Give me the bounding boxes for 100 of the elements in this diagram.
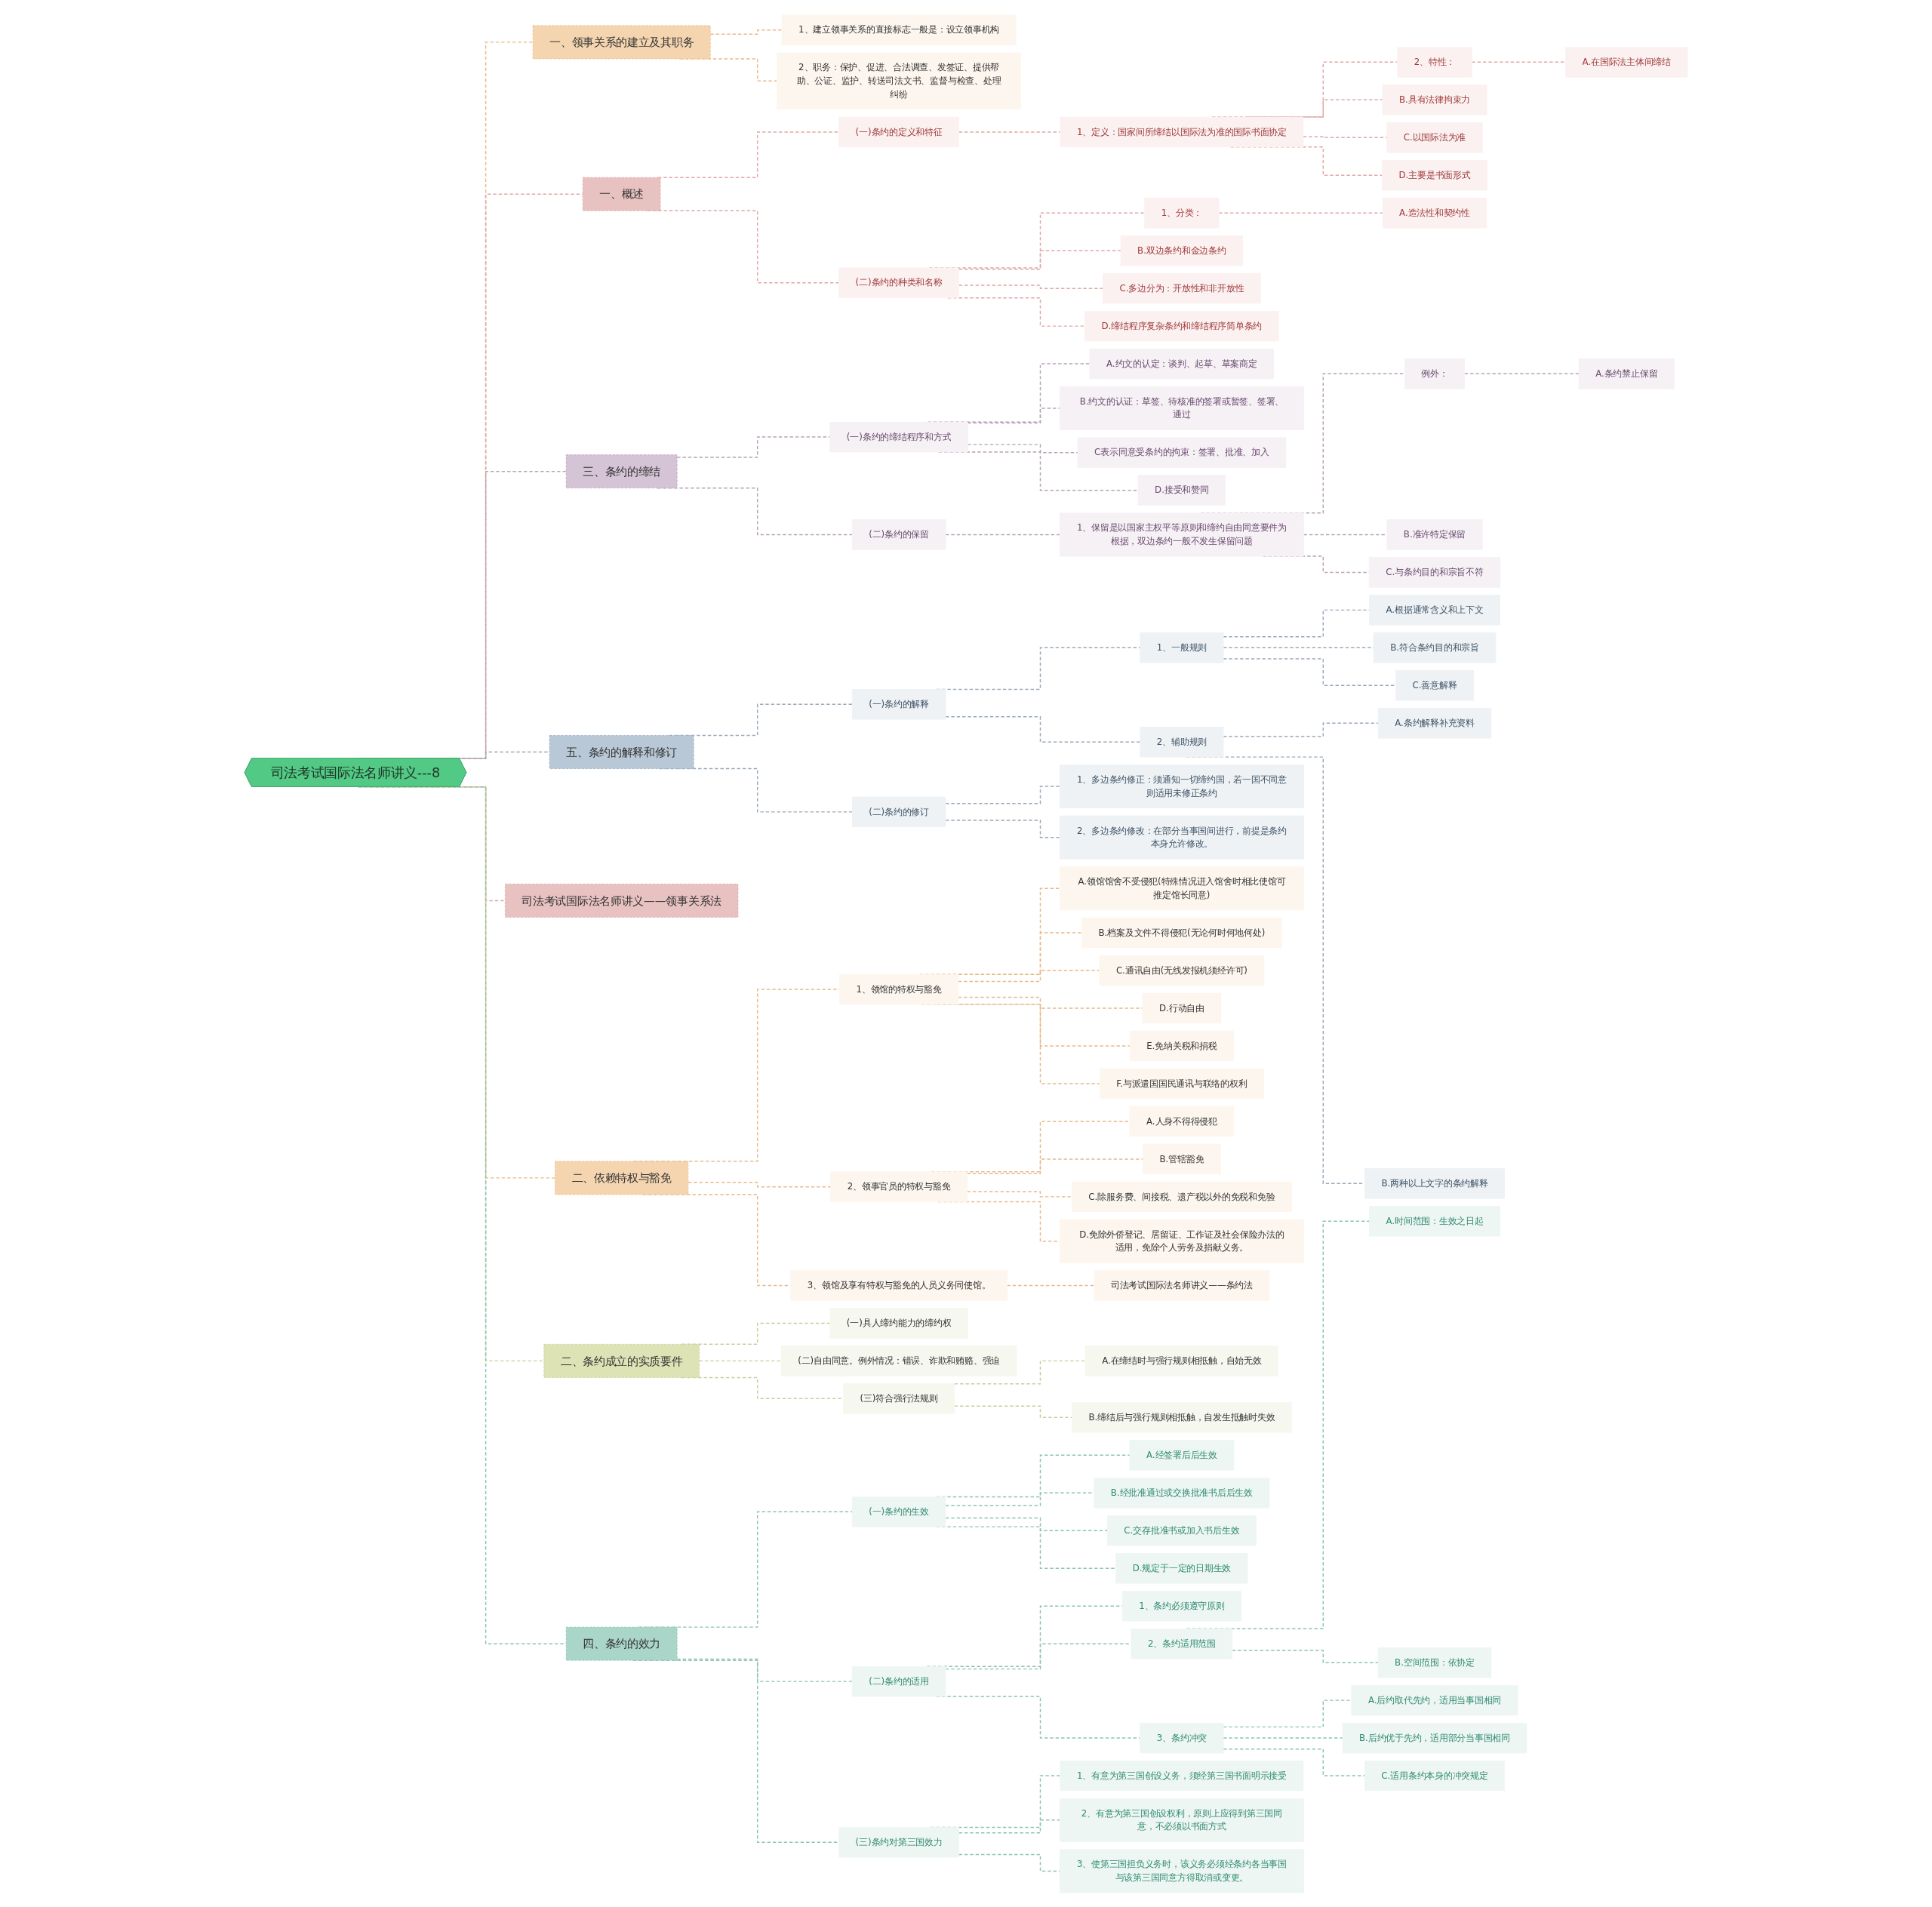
node-box: A.造法性和契约性: [1382, 197, 1487, 228]
node-box: A.经签署后后生效: [1129, 1439, 1235, 1471]
node-box: 二、依赖特权与豁免: [555, 1160, 689, 1195]
node-box: 1、领馆的特权与豁免: [839, 973, 959, 1004]
node-box: A.根据通常含义和上下文: [1369, 594, 1500, 626]
node-box: (二)自由同意。例外情况：错误、诈欺和贿赂、强迫: [780, 1345, 1017, 1376]
connector: [945, 534, 1060, 535]
node-box: A.条约解释补充资料: [1377, 707, 1492, 738]
node-box: C.交存批准书或加入书后生效: [1106, 1515, 1257, 1546]
node-box: A.约文的认定：谈判、起草、草案商定: [1089, 348, 1275, 379]
node-box: 一、概述: [582, 177, 661, 211]
node-box: 三、条约的缔结: [565, 454, 678, 488]
node-box: B.具有法律拘束力: [1382, 84, 1487, 115]
connector: [958, 969, 1100, 982]
node-box: 3、条约冲突: [1140, 1722, 1224, 1753]
node-box: C.多边分为：开放性和非开放性: [1103, 272, 1261, 303]
node-box: E.免纳关税和捐税: [1129, 1030, 1235, 1061]
node-box: 3、使第三国担负义务时，该义务必须经条约各当事国与该第三国同意方得取消或变更。: [1059, 1848, 1304, 1893]
node-box: 2、辅助规则: [1140, 726, 1224, 757]
node-box: B.符合条约目的和宗旨: [1373, 632, 1497, 663]
node-box: 2、多边条约修改：在部分当事国间进行，前提是条约本身允许修改。: [1059, 815, 1304, 860]
node-box: D.接受和赞同: [1137, 474, 1226, 506]
connector: [1463, 373, 1580, 374]
node-box: 一、领事关系的建立及其职务: [532, 24, 711, 59]
connector: [709, 29, 783, 35]
connector: [945, 819, 1060, 838]
node-box: A.条约禁止保留: [1578, 358, 1675, 389]
node-box: D.主要是书面形式: [1382, 159, 1487, 190]
node-box: A.人身不得得侵犯: [1129, 1106, 1235, 1137]
connector: [966, 1190, 1072, 1198]
node-box: 2、领事官员的特权与豁免: [830, 1170, 968, 1202]
node-box: B.经批准通过或交换批准书后后生效: [1094, 1477, 1270, 1508]
node-box: B.约文的认证：草签、待核准的签署或暂签、签署、通过: [1059, 386, 1304, 430]
node-box: (一)条约的生效: [851, 1496, 946, 1527]
node-box: (一)具人缔约能力的缔约权: [829, 1307, 968, 1339]
node-box: B.管辖豁免: [1143, 1143, 1221, 1174]
node-box: 2、职务：保护、促进、合法调查、发签证、提供帮助、公证、监护、转送司法文书、监督与检查、处理纠纷: [777, 52, 1022, 109]
node-box: 1、分类：: [1144, 197, 1220, 228]
node-box: 司法考试国际法名师讲义——领事关系法: [505, 883, 739, 918]
connector: [1006, 1284, 1095, 1286]
node-box: 例外：: [1404, 358, 1466, 389]
node-box: B.双边条约和金边条约: [1120, 235, 1244, 266]
node-box: D.免除外侨登记、居留证、工作证及社会保险办法的适用，免除个人劳务及捐献义务。: [1059, 1219, 1304, 1263]
node-box: (一)条约的定义和特征: [838, 116, 959, 147]
connector: [945, 715, 1141, 743]
node-box: C.适用条约本身的冲突规定: [1364, 1760, 1506, 1791]
node-box: A.时间范围：生效之日起: [1369, 1205, 1500, 1236]
node-box: C.善意解释: [1395, 669, 1474, 701]
node-box: 1、多边条约修正：须通知一切缔约国，若一国不同意则适用未修正条约: [1059, 764, 1304, 808]
node-box: B.档案及文件不得侵犯(无论何时何地何处): [1081, 917, 1282, 948]
node-box: 1、保留是以国家主权平等原则和缔约自由同意要件为根据，双边条约一般不发生保留问题: [1059, 512, 1304, 556]
node-box: 四、条约的效力: [565, 1626, 678, 1661]
connector: [688, 1181, 832, 1187]
connector: [958, 249, 1121, 269]
node-box: 1、建立领事关系的直接标志一般是：设立领事机构: [781, 14, 1017, 45]
node-box: D.规定于一定的日期生效: [1115, 1552, 1248, 1583]
node-box: D.行动自由: [1142, 992, 1222, 1023]
node-box: B.空间范围：依协定: [1377, 1647, 1492, 1678]
node-box: 二、条约成立的实质要件: [543, 1343, 700, 1378]
connector: [1223, 1748, 1366, 1776]
connector: [1223, 1699, 1352, 1727]
connector: [676, 1658, 853, 1682]
connector: [954, 1404, 1073, 1418]
node-box: (二)条约的适用: [851, 1666, 946, 1696]
node-box: 3、领馆及享有特权与豁免的人员义务同使馆。: [790, 1269, 1008, 1301]
node-box: A.在缔结时与强行规则相抵触，自始无效: [1084, 1345, 1279, 1376]
node-box: D.缔结程序复杂条约和缔结程序简单条约: [1084, 310, 1279, 341]
node-box: A.领馆馆舍不受侵犯(特殊情况进入馆舍时相比使馆可推定馆长同意): [1059, 866, 1304, 910]
node-box: B.后约优于先约，适用部分当事国相同: [1342, 1722, 1527, 1753]
node-box: (一)条约的解释: [851, 688, 946, 719]
node-box: C.除服务费、间接税、遗产税以外的免税和免验: [1071, 1181, 1292, 1212]
node-box: 1、条约必须遵守原则: [1121, 1590, 1241, 1621]
node-box: C.与条约目的和宗旨不符: [1368, 556, 1501, 588]
node-box: 司法考试国际法名师讲义——条约法: [1094, 1269, 1270, 1301]
connector: [945, 785, 1060, 804]
connector: [967, 407, 1060, 423]
node-box: 1、一般规则: [1140, 632, 1224, 663]
connector: [945, 1517, 1109, 1531]
node-box: 2、特性：: [1397, 46, 1472, 78]
connector: [958, 284, 1104, 289]
node-box: C表示同意受条约的拘束：签署、批准、加入: [1077, 436, 1287, 468]
connector: [1232, 1649, 1379, 1663]
node-box: F.与派遣国国民通讯与联络的权利: [1099, 1068, 1264, 1099]
node-box: (三)符合强行法规则: [843, 1383, 955, 1414]
connector: [958, 1819, 1060, 1833]
node-box: 2、有意为第三国创设权利，原则上应得到第三国同意，不必须以书面方式: [1059, 1798, 1304, 1842]
node-box: C.以国际法为准: [1386, 121, 1483, 152]
connector: [954, 1360, 1086, 1384]
node-box: A.在国际法主体间缔结: [1565, 46, 1688, 78]
node-box: 1、有意为第三国创设义务，须经第三国书面明示接受: [1060, 1760, 1304, 1791]
connector: [1223, 1736, 1343, 1739]
node-box: (二)条约的种类和名称: [838, 267, 959, 298]
connector: [1218, 212, 1383, 214]
node-box: 五、条约的解释和修订: [549, 734, 694, 769]
node-box: (二)条约的修订: [851, 796, 946, 827]
connector: [698, 1360, 782, 1361]
connector: [967, 443, 1078, 453]
node-box: B.缔结后与强行规则相抵触，自发生抵触时失效: [1072, 1401, 1292, 1433]
node-box: (一)条约的缔结程序和方式: [829, 421, 968, 452]
node-box: (二)条约的保留: [851, 518, 946, 550]
